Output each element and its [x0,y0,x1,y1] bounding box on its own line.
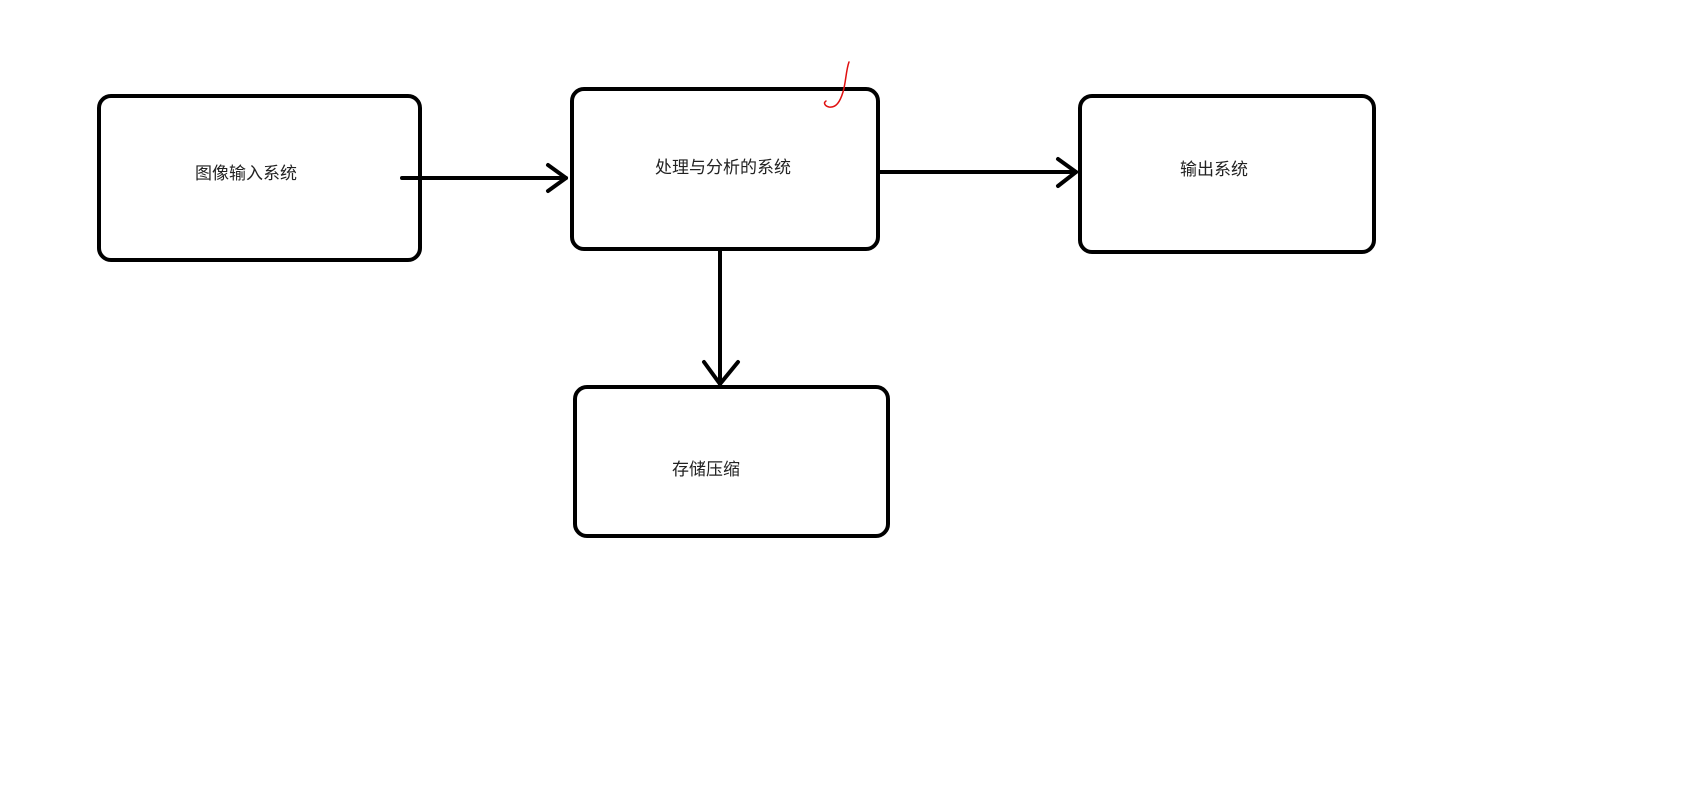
node-storage-compression[interactable] [573,385,890,538]
node-output-system[interactable] [1078,94,1376,254]
node-label-output-system: 输出系统 [1180,160,1248,180]
arrow-process-to-storage [702,249,740,386]
node-processing-analysis-system[interactable] [570,87,880,251]
node-image-input-system[interactable] [97,94,422,262]
arrow-input-to-process [400,163,568,193]
arrow-process-to-output [878,157,1078,188]
node-label-processing-analysis-system: 处理与分析的系统 [655,158,791,178]
node-label-storage-compression: 存储压缩 [672,460,740,480]
node-label-image-input-system: 图像输入系统 [195,164,297,184]
